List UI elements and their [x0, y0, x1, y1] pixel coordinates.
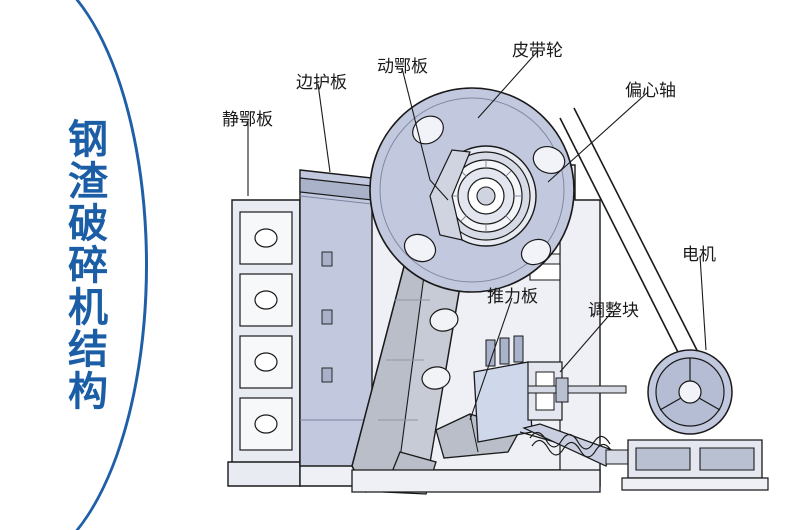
label-movable-jaw: 动鄂板: [377, 57, 428, 76]
title-panel: 钢渣破碎机结构: [0, 0, 175, 530]
page-title: 钢渣破碎机结构: [62, 118, 106, 412]
label-motor: 电机: [682, 245, 716, 264]
leader-lines: [247, 51, 707, 421]
fixed-jaw-housing: [227, 199, 301, 487]
label-belt-wheel: 皮带轮: [512, 41, 563, 60]
motor-base: [621, 439, 769, 491]
label-eccentric-shaft: 偏心轴: [625, 81, 676, 100]
machine-base: [351, 469, 601, 493]
drive-belt: [559, 107, 705, 373]
tension-spring: [519, 423, 633, 467]
label-side-guard: 边护板: [296, 73, 347, 92]
eccentric-shaft-bearing: [429, 145, 537, 247]
motor-pulley: [647, 349, 733, 435]
adjustment-block: [473, 335, 627, 443]
side-guard-plate: [299, 169, 373, 467]
label-thrust-plate: 推力板: [487, 287, 538, 306]
label-fixed-jaw: 静鄂板: [222, 110, 273, 129]
label-adjust-block: 调整块: [588, 301, 639, 320]
